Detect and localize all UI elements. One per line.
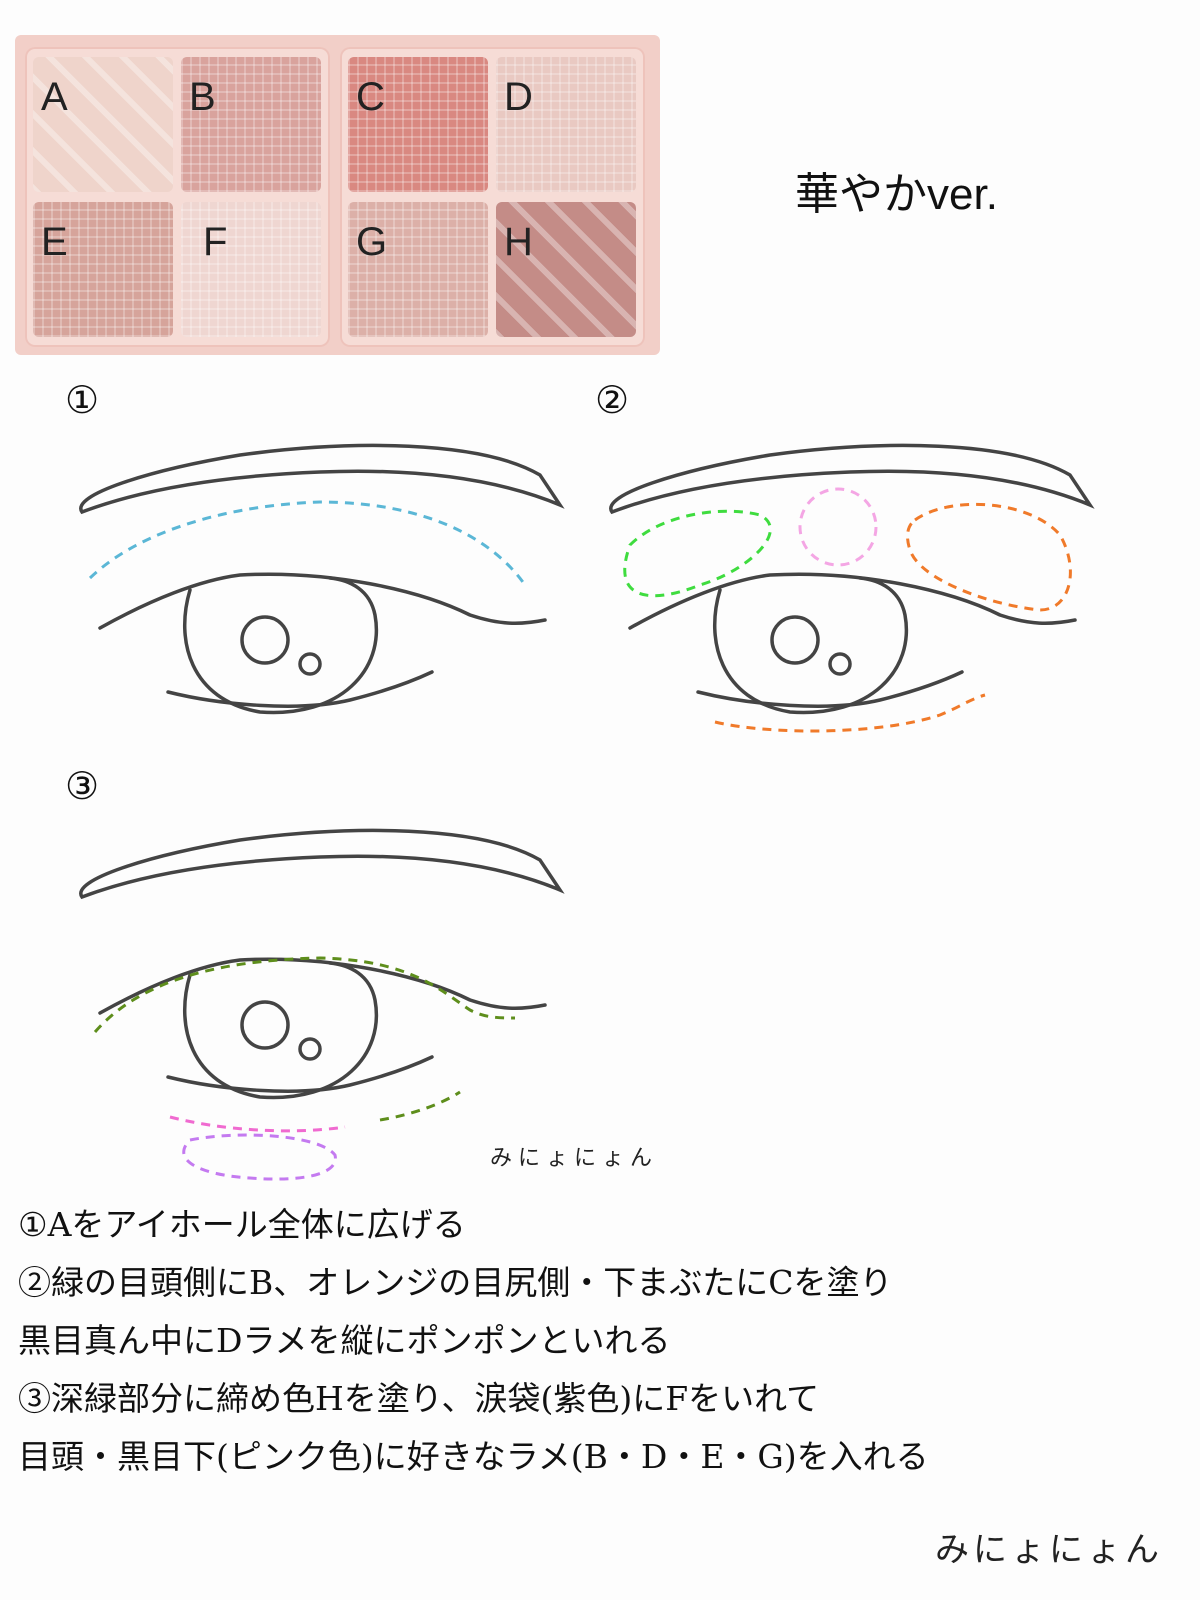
pan-label: D — [504, 75, 533, 119]
instruction-line-1: ①Aをアイホール全体に広げる — [18, 1205, 466, 1244]
pan-label: F — [203, 220, 228, 264]
eye-diagram-2 — [609, 443, 1092, 715]
dark-green-dashed-crease — [93, 956, 516, 1033]
pan-b: B — [181, 57, 321, 192]
pink-dashed-inner-lower — [169, 1115, 346, 1133]
pan-label: G — [356, 220, 388, 264]
pan-d: D — [496, 57, 636, 192]
instruction-line-5: 目頭・黒目下(ピンク色)に好きなラメ(B・D・E・G)を入れる — [18, 1437, 929, 1476]
palette-right-half: C D G H — [340, 47, 645, 347]
palette-left-half: A B E F — [25, 47, 330, 347]
pan-g: G — [348, 202, 488, 337]
pan-label: B — [189, 75, 216, 119]
eyeshadow-palette-photo: A B E F C D G H — [15, 35, 660, 355]
eye-3-zones — [93, 956, 516, 1181]
dark-green-dashed-outer-lower — [379, 1090, 461, 1122]
watermark: みにょにょん — [935, 1530, 1163, 1570]
eye-2-zones — [623, 487, 1072, 733]
pan-c: C — [348, 57, 488, 192]
pan-label: A — [41, 75, 68, 119]
pan-label: E — [41, 220, 68, 264]
step-2-marker: ② — [595, 378, 630, 422]
pink-dashed-center-zone — [798, 487, 878, 567]
instruction-line-3: 黒目真ん中にDラメを縦にポンポンといれる — [18, 1321, 671, 1360]
green-dashed-inner-corner-zone — [623, 509, 772, 598]
pan-label: H — [504, 220, 533, 264]
watermark-small: みにょにょん — [490, 1146, 659, 1171]
pan-h: H — [496, 202, 636, 337]
pan-label: C — [356, 75, 385, 119]
purple-dashed-tear-bag — [182, 1133, 337, 1181]
blue-dashed-eyehole-area — [88, 500, 527, 586]
pan-a: A — [33, 57, 173, 192]
pan-e: E — [33, 202, 173, 337]
step-3-marker: ③ — [65, 764, 100, 808]
pan-f: F — [181, 202, 321, 337]
eye-diagram-1 — [79, 443, 562, 715]
orange-dashed-outer-corner-zone — [906, 502, 1072, 612]
eye-diagram-3 — [79, 828, 562, 1100]
instruction-line-2: ②緑の目頭側にB、オレンジの目尻側・下まぶたにCを塗り — [18, 1263, 893, 1302]
instruction-line-4: ③深緑部分に締め色Hを塗り、涙袋(紫色)にFをいれて — [18, 1379, 820, 1418]
page-title: 華やかver. — [795, 170, 998, 219]
step-1-marker: ① — [65, 378, 100, 422]
